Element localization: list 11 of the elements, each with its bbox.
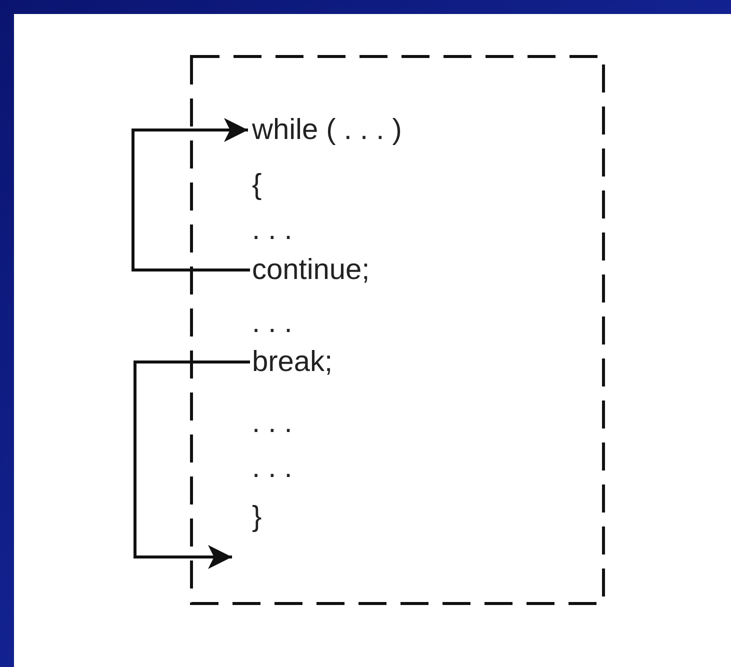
- code-line: while ( . . . ): [252, 113, 402, 148]
- code-line: . . .: [252, 306, 292, 341]
- code-line: . . .: [252, 406, 292, 441]
- code-line: continue;: [252, 253, 370, 288]
- code-line: }: [252, 500, 262, 535]
- arrow: [134, 360, 250, 569]
- code-line: . . .: [252, 213, 292, 248]
- code-line: . . .: [252, 451, 292, 486]
- arrow: [132, 118, 250, 272]
- code-line: break;: [252, 345, 333, 380]
- code-line: {: [252, 168, 262, 203]
